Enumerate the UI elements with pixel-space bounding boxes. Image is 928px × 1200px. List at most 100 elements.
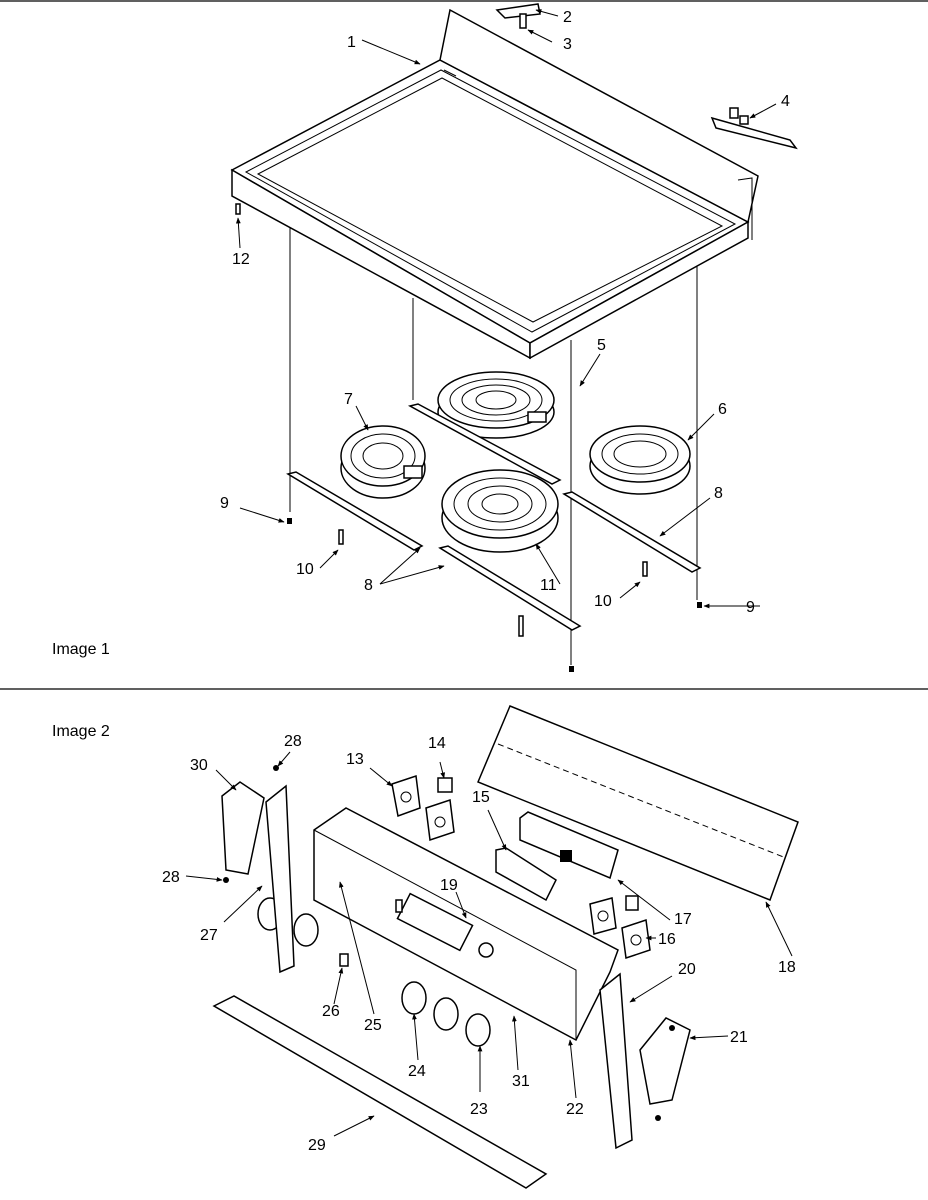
screw xyxy=(655,1115,661,1121)
callout-4: 4 xyxy=(781,93,790,110)
callout-10-left: 10 xyxy=(296,561,314,578)
callout-2: 2 xyxy=(563,9,572,26)
leader xyxy=(355,405,369,431)
leader xyxy=(579,353,601,387)
image1-cooktop-assembly: 1 2 3 4 5 6 7 8 8 9 9 10 10 11 12 Image … xyxy=(52,3,798,672)
backsplash-panel xyxy=(477,705,799,901)
support-rail xyxy=(407,403,562,485)
leader xyxy=(223,885,263,923)
leader xyxy=(659,497,711,537)
callout-28-top: 28 xyxy=(284,733,302,750)
callout-19: 19 xyxy=(440,877,458,894)
support-rail xyxy=(438,545,582,631)
callout-29: 29 xyxy=(308,1137,326,1154)
leader xyxy=(185,875,223,882)
callout-28-bottom: 28 xyxy=(162,869,180,886)
callout-31: 31 xyxy=(512,1073,530,1090)
leader xyxy=(215,769,237,791)
leader xyxy=(379,547,421,585)
surface-element-6 xyxy=(589,425,691,495)
callout-30: 30 xyxy=(190,757,208,774)
image2-control-panel-assembly: Image 2 xyxy=(52,705,799,1189)
callout-8-left: 8 xyxy=(364,577,373,594)
leader xyxy=(629,975,673,1003)
callout-24: 24 xyxy=(408,1063,426,1080)
callout-5: 5 xyxy=(597,337,606,354)
callout-15: 15 xyxy=(472,789,490,806)
callout-3: 3 xyxy=(563,36,572,53)
support-rail xyxy=(286,471,424,551)
leader xyxy=(535,9,559,17)
leader xyxy=(333,967,344,1005)
callout-10-right: 10 xyxy=(594,593,612,610)
caption-image1: Image 1 xyxy=(52,641,110,658)
screw xyxy=(273,765,279,771)
left-end-trim xyxy=(221,781,295,974)
callout-13: 13 xyxy=(346,751,364,768)
leader xyxy=(487,809,507,851)
callout-9-left: 9 xyxy=(220,495,229,512)
callout-26: 26 xyxy=(322,1003,340,1020)
screw xyxy=(569,666,574,672)
clip xyxy=(642,561,648,577)
leader xyxy=(512,1015,519,1071)
callout-18: 18 xyxy=(778,959,796,976)
callout-12: 12 xyxy=(232,251,250,268)
clip xyxy=(518,615,524,637)
callout-21: 21 xyxy=(730,1029,748,1046)
leader xyxy=(619,581,641,599)
infinite-switch xyxy=(391,774,651,959)
leader xyxy=(369,767,393,787)
leader xyxy=(749,103,777,119)
leader xyxy=(535,543,561,585)
screw xyxy=(235,203,241,215)
screw xyxy=(669,1025,675,1031)
leader xyxy=(527,29,553,43)
surface-element-5 xyxy=(437,371,555,439)
leader xyxy=(379,565,445,585)
support-rail xyxy=(562,491,702,573)
leader xyxy=(568,1039,577,1099)
leader xyxy=(439,761,446,779)
leader xyxy=(412,1013,419,1061)
leader xyxy=(239,507,285,523)
callout-22: 22 xyxy=(566,1101,584,1118)
callout-11: 11 xyxy=(540,577,557,594)
cooktop-top xyxy=(230,8,759,360)
callout-16: 16 xyxy=(658,931,676,948)
callout-6: 6 xyxy=(718,401,727,418)
callout-7: 7 xyxy=(344,391,353,408)
screw xyxy=(697,602,702,608)
leader xyxy=(333,1115,375,1137)
leader xyxy=(361,39,421,65)
clip xyxy=(338,529,344,545)
surface-element-11 xyxy=(441,469,559,553)
callout-25: 25 xyxy=(364,1017,382,1034)
screw xyxy=(287,518,292,524)
screw xyxy=(223,877,229,883)
leader xyxy=(277,751,291,767)
callout-20: 20 xyxy=(678,961,696,978)
callout-23: 23 xyxy=(470,1101,488,1118)
leader xyxy=(617,879,671,921)
leader xyxy=(455,891,467,919)
rear-bracket-left xyxy=(495,3,541,29)
leader xyxy=(689,1035,729,1041)
callout-27: 27 xyxy=(200,927,218,944)
callout-8-right: 8 xyxy=(714,485,723,502)
leader xyxy=(765,901,793,957)
callout-17: 17 xyxy=(674,911,692,928)
control-panel xyxy=(313,807,619,1042)
callout-14: 14 xyxy=(428,735,446,752)
callout-9-right: 9 xyxy=(746,599,755,616)
caption-image2: Image 2 xyxy=(52,723,110,740)
surface-element-7 xyxy=(340,425,426,499)
lower-trim xyxy=(212,995,548,1189)
right-end-trim xyxy=(599,972,691,1150)
leader xyxy=(687,413,715,441)
leader xyxy=(319,549,339,569)
callout-1: 1 xyxy=(347,34,356,51)
rear-bracket-right xyxy=(710,107,798,150)
leader xyxy=(235,217,241,249)
